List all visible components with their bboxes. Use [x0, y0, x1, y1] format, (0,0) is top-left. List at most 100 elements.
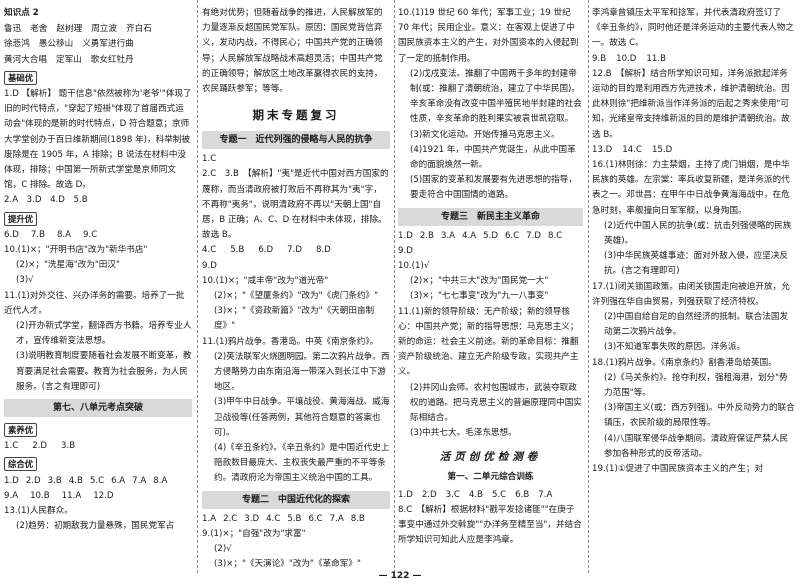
answer: 10.B: [30, 490, 50, 501]
column-2: 有绝对优势；但随着战争的推进，人民解放军的力量逐渐反超国民党军队。原因：国民党背…: [202, 6, 390, 571]
answer-text: (3)×；"七七事变"改为"九一八事变": [410, 291, 549, 302]
answer: 8.A: [153, 475, 168, 486]
section-heading: 知识点 2: [4, 8, 39, 18]
section-bar: 专题三 新民主主义革命: [398, 207, 583, 226]
answer-text: (2)《马关条约》。抢夺利权，强租海港，划分"势力范围"等。: [604, 372, 788, 399]
answer: 1.D: [4, 475, 19, 486]
answer-text: (3)甲午中日战争。平壤战役、黄海海战、威海卫战役等(任答两例，其他符合题意的答…: [214, 397, 390, 438]
answer: 5.D: [483, 230, 498, 241]
answer-row: 1.C 2.D 3.B: [4, 439, 192, 454]
answer: 6.A: [111, 475, 126, 486]
answer: 5.C: [89, 475, 105, 486]
list-item: 周立波: [91, 24, 117, 35]
section-title: 活页创优检测卷: [439, 451, 542, 464]
answer: 4.B: [68, 475, 83, 486]
list-item: 定军山: [55, 54, 82, 65]
answer: 8.A: [56, 229, 72, 240]
section-title: 期末专题复习: [252, 108, 340, 123]
answer: 4.B: [468, 489, 483, 500]
answer: 2.D: [25, 475, 41, 486]
answer: 7.B: [30, 229, 45, 240]
column-divider: [588, 0, 589, 573]
answer-text: (2)戊戌变法。推翻了中国两千多年的封建帝制(或：推翻了清朝统治，建立了中华民国…: [410, 68, 582, 125]
answer-text: (3)中华民族英雄事迹：面对外敌入侵，应坚决反抗。(言之有理即可): [604, 251, 789, 277]
answer-text: 13.(1)人民群众。: [4, 506, 73, 517]
answer: 2.C: [223, 513, 238, 524]
answer: 14.C: [622, 144, 642, 155]
answer: 7.D: [287, 245, 302, 256]
answer: 4.C: [202, 245, 217, 256]
section-bar: 专题二 中国近代化的探索: [202, 490, 390, 509]
answer-text: (3)×；"《天演论》"改为"《革命军》": [214, 559, 361, 570]
answer-text: (2)√: [214, 544, 232, 555]
answer-row: 1.D 2.B 3.A 4.A 5.D 6.C 7.D 8.C: [398, 229, 583, 244]
names-grid: 黄河大合唱 定军山 歌女红牡丹: [4, 53, 192, 68]
answer-row: 9.B 10.D 11.B: [592, 52, 795, 67]
answer: 4.A: [462, 230, 477, 241]
answer-text: (3)新文化运动。开始传播马克思主义。: [410, 129, 560, 140]
list-item: 徐悲鸿: [4, 39, 30, 50]
section-bar: 第七、八单元考点突破: [4, 399, 192, 418]
answer-text: 10.(1)19 世纪 60 年代；军事工业；19 世纪 70 年代；民用企业。…: [398, 8, 579, 64]
answer: 7.A: [329, 513, 344, 524]
answer-row: 1.D 2.D 3.C 4.B 5.C 6.B 7.A: [398, 488, 583, 503]
answer-text: 10.(1)×；"咸丰帝"改为"道光帝": [202, 275, 329, 286]
answer-text: (4)1921 年，中国共产党诞生，从此中国革命的面貌焕然一新。: [410, 144, 576, 171]
answer: 13.D: [592, 144, 613, 155]
answer-text: 2.C 3.B 【解析】"夷"是近代中国对西方国家的蔑称，而当清政府被打败后不再…: [202, 169, 389, 241]
answer: 3.A: [440, 230, 456, 241]
answer-text: 8.C 【解析】根据材料"戳平发捻诸匪""在庚子事变中通过外交斡旋""办洋务至精…: [398, 504, 582, 546]
answer-text: (5)国家的变革和发展要有先进思想的指导，要走符合中国国情的道路。: [410, 175, 577, 201]
answer-text: 10.(1)√: [398, 261, 430, 272]
answer: 3.C: [445, 489, 460, 500]
answer: 5.B: [230, 245, 245, 256]
answer-text: (3)×；"《资政新篇》"改为"《天朝田亩制度》": [214, 306, 375, 332]
answer: 15.D: [651, 144, 673, 155]
answer: 5.B: [287, 513, 302, 524]
answer: 6.C: [504, 230, 520, 241]
answer-text: (3)√: [16, 275, 34, 286]
column-divider: [197, 0, 198, 573]
answer-text: (2)×；"《望厦条约》"改为"《虎门条约》": [214, 291, 379, 302]
answer-row: 1.A 2.C 3.D 4.C 5.B 6.C 7.A 8.B: [202, 512, 390, 527]
answer: 6.C: [308, 513, 323, 524]
answer-text: 11.(1)鸦片战争。香港岛。中英《南京条约》。: [202, 336, 379, 347]
column-1: 知识点 2 鲁迅 老舍 赵树理 周立波 齐白石 徐悲鸿 愚公移山 义勇军进行曲 …: [4, 6, 192, 571]
answer-text: (2)×；"中共三大"改为"国民党一大": [410, 276, 549, 287]
answer: 2.D: [32, 441, 48, 452]
answer: 7.D: [526, 230, 541, 241]
answer-text: (4)《辛丑条约》。《辛丑条约》是中国近代史上赔款数目最庞大、主权丧失最严重的不…: [214, 443, 390, 484]
answer: 1.D: [398, 489, 413, 500]
list-item: 齐白石: [126, 24, 152, 35]
list-item: 歌女红牡丹: [90, 54, 134, 65]
answer-row: 6.D 7.B 8.A 9.C: [4, 228, 192, 243]
answer-text: (3)说明教育制度要随着社会发展不断变革，教育要满足社会需要。教育为社会服务，为…: [16, 351, 192, 392]
page-number: — 122 —: [378, 570, 422, 581]
answer-text: (3)帝国主义(或：西方列强)。中外反动势力的联合镇压，农民阶级的局限性等。: [604, 403, 795, 429]
answer-row: 4.C 5.B 6.D 7.D 8.D: [202, 243, 390, 258]
list-item: 赵树理: [56, 24, 83, 35]
answer-text: 19.(1)①促进了中国民族资本主义的产生；对: [592, 464, 764, 475]
answer-row: 13.D 14.C 15.D: [592, 143, 795, 158]
answer: 3.D: [244, 513, 260, 524]
section-subtitle: 第一、二单元综合训练: [447, 472, 534, 483]
answer: 1.A: [202, 513, 217, 524]
answer: 1.C: [202, 154, 217, 165]
answer-text: 9.(1)×；"自强"改为"求富": [202, 528, 306, 539]
answer: 3.B: [47, 475, 62, 486]
answer: 6.D: [258, 245, 274, 256]
answer: 9.D: [398, 245, 413, 256]
answer-text: 1.D 【解析】 题干信息"依然被称为'老爷'"体现了旧的时代特点，"穿起了短褂…: [4, 89, 192, 191]
answer-text: (2)近代中国人民的抗争(或：抗击列强侵略的民族英雄)。: [604, 220, 792, 247]
answer-row: 9.A 10.B 11.A 12.D: [4, 489, 192, 504]
answer-text: (4)八国联军侵华战争期间。清政府保证严禁人民参加各种形式的反帝活动。: [604, 433, 789, 459]
answer-text: 有绝对优势；但随着战争的推进，人民解放军的力量逐渐反超国民党军队。原因：国民党背…: [202, 8, 383, 95]
answer: 12.D: [93, 490, 114, 501]
list-item: 鲁迅: [4, 24, 22, 35]
answer-text: (2)井冈山会师。农村包围城市，武装夺取政权的道路。把马克思主义的普遍原理同中国…: [410, 382, 582, 424]
answer-text: 18.(1)鸦片战争。《南京条约》割香港岛给英国。: [592, 357, 777, 368]
answer-text: 12.B 【解析】结合所学知识可知，洋务派掀起洋务运动的目的是利用西方先进技术，…: [592, 68, 790, 140]
answer: 1.D: [398, 230, 413, 241]
answer-row: 2.A 3.D 4.D 5.B: [4, 195, 88, 206]
answer: 10.D: [616, 53, 637, 64]
